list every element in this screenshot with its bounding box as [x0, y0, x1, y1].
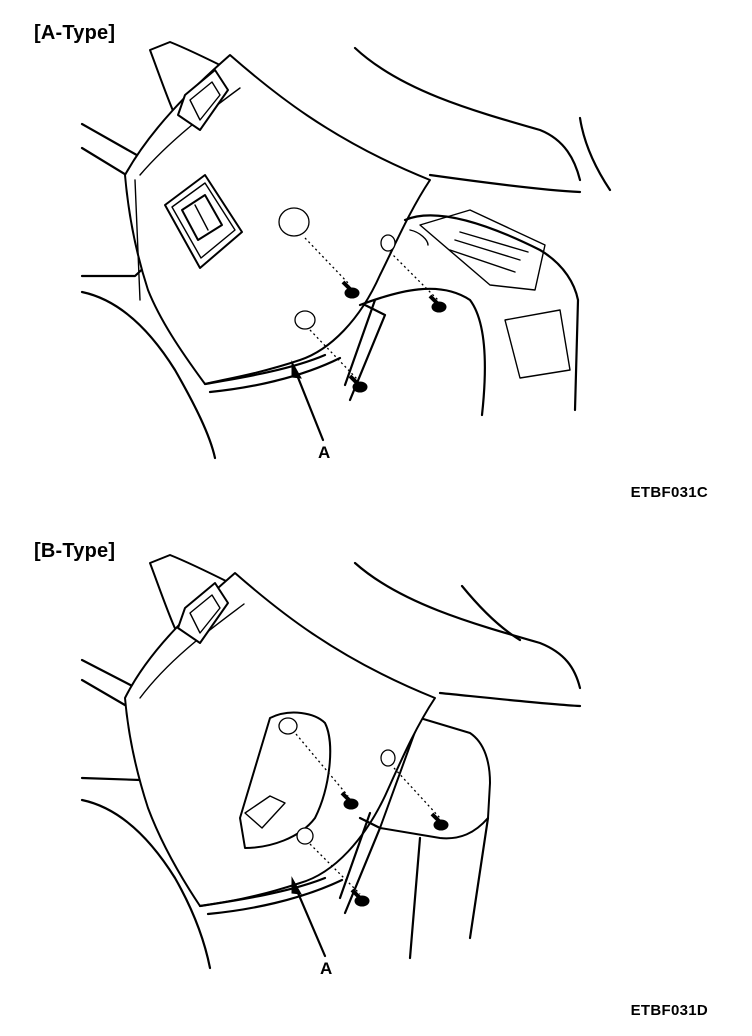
figure-code-a-type: ETBF031C — [630, 484, 708, 501]
callout-label-a: A — [318, 443, 330, 462]
panel-b-type: A [B-Type] ETBF031D — [0, 518, 752, 1036]
panel-title-a-type: [A-Type] — [34, 22, 116, 44]
panel-title-b-type: [B-Type] — [34, 540, 116, 562]
panel-a-type: A [A-Type] ETBF031C — [34, 22, 708, 501]
steering-column-shroud-drawing-b-type: A — [80, 554, 582, 978]
callout-label-a: A — [320, 959, 332, 978]
steering-column-shroud-drawing-a-type: A — [80, 41, 612, 462]
figure-code-b-type: ETBF031D — [630, 1002, 708, 1019]
